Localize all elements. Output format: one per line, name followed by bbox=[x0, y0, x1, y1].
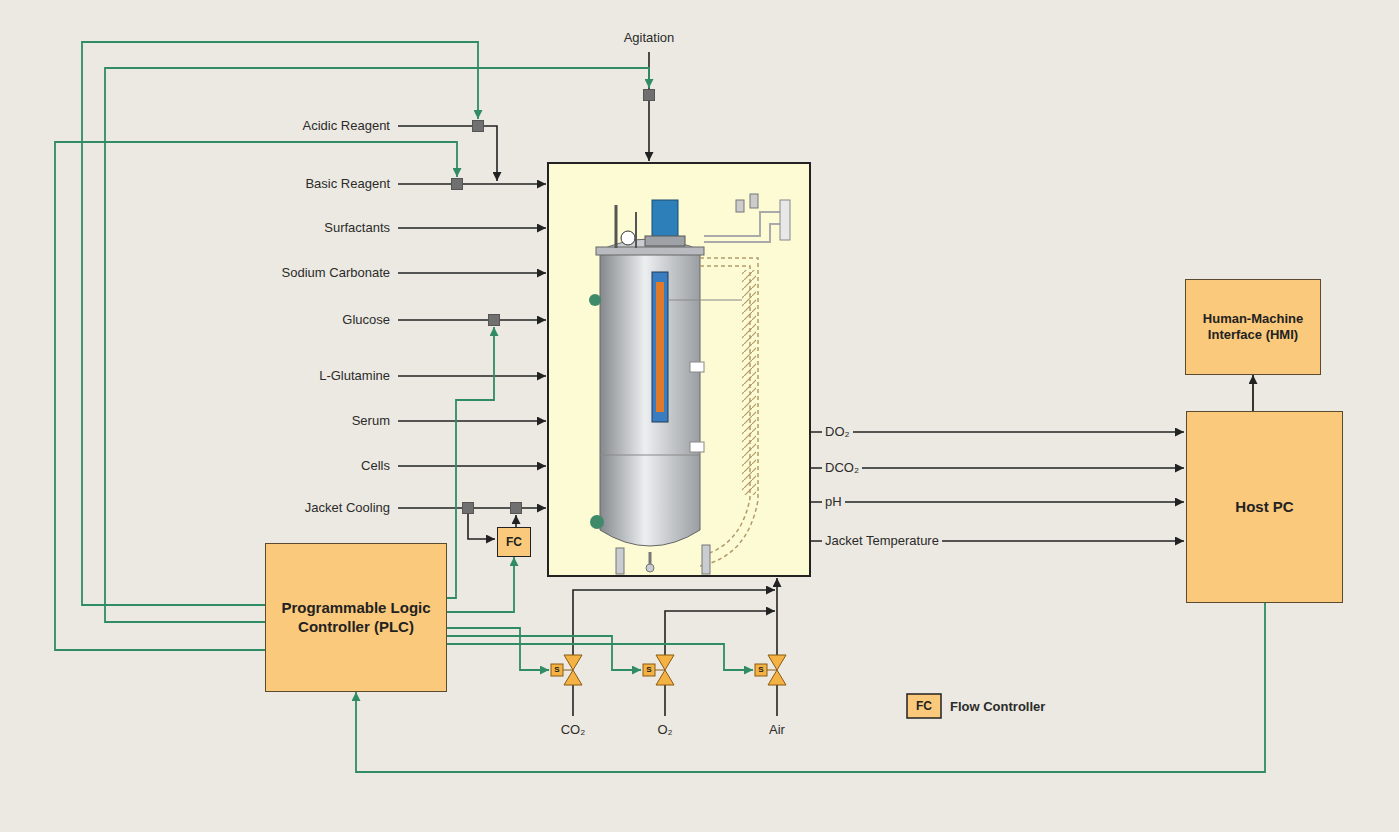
hmi-box: Human-Machine Interface (HMI) bbox=[1185, 279, 1321, 375]
connector bbox=[356, 603, 1265, 772]
legend-sample bbox=[907, 694, 941, 718]
input-lines bbox=[398, 52, 649, 539]
node-text: Programmable Logic Controller (PLC) bbox=[274, 599, 438, 637]
legend-symbol-label: FC bbox=[916, 699, 932, 713]
input-label: L-Glutamine bbox=[319, 368, 390, 384]
gas-lines bbox=[573, 578, 777, 716]
node-text: Human-Machine Interface (HMI) bbox=[1192, 311, 1314, 344]
input-label: Glucose bbox=[342, 312, 390, 328]
solenoid-label: S bbox=[758, 665, 763, 675]
signal-lines bbox=[810, 432, 1184, 541]
gas-label: O₂ bbox=[657, 722, 672, 738]
flow-controller-box: FC bbox=[497, 527, 531, 557]
signal-label: DCO₂ bbox=[822, 460, 862, 476]
solenoid-valves bbox=[551, 655, 786, 685]
input-label: Basic Reagent bbox=[305, 176, 390, 192]
solenoid-label: S bbox=[554, 665, 559, 675]
bioreactor-illustration bbox=[548, 163, 810, 576]
controller-box: Programmable Logic Controller (PLC) bbox=[265, 543, 447, 692]
input-label: Surfactants bbox=[324, 220, 390, 236]
gas-label: Air bbox=[769, 722, 785, 738]
input-label: Cells bbox=[361, 458, 390, 474]
agitation-label: Agitation bbox=[624, 30, 675, 46]
signal-label: DO₂ bbox=[822, 424, 853, 440]
host-pc-box: Host PC bbox=[1186, 411, 1343, 603]
legend-entry: Flow Controller bbox=[950, 699, 1045, 714]
input-label: Serum bbox=[352, 413, 390, 429]
input-label: Acidic Reagent bbox=[303, 118, 390, 134]
connector bbox=[447, 557, 514, 612]
signal-label: Jacket Temperature bbox=[822, 533, 942, 549]
gas-label: CO₂ bbox=[561, 722, 586, 738]
valve-squares bbox=[452, 90, 655, 514]
legend-text: Flow Controller bbox=[950, 699, 1045, 714]
node-text: FC bbox=[506, 535, 522, 549]
solenoid-label: S bbox=[646, 665, 651, 675]
input-label: Sodium Carbonate bbox=[282, 265, 390, 281]
node-text: Host PC bbox=[1235, 498, 1293, 517]
signal-label: pH bbox=[822, 494, 845, 510]
connector bbox=[1252, 375, 1254, 411]
input-label: Jacket Cooling bbox=[305, 500, 390, 516]
